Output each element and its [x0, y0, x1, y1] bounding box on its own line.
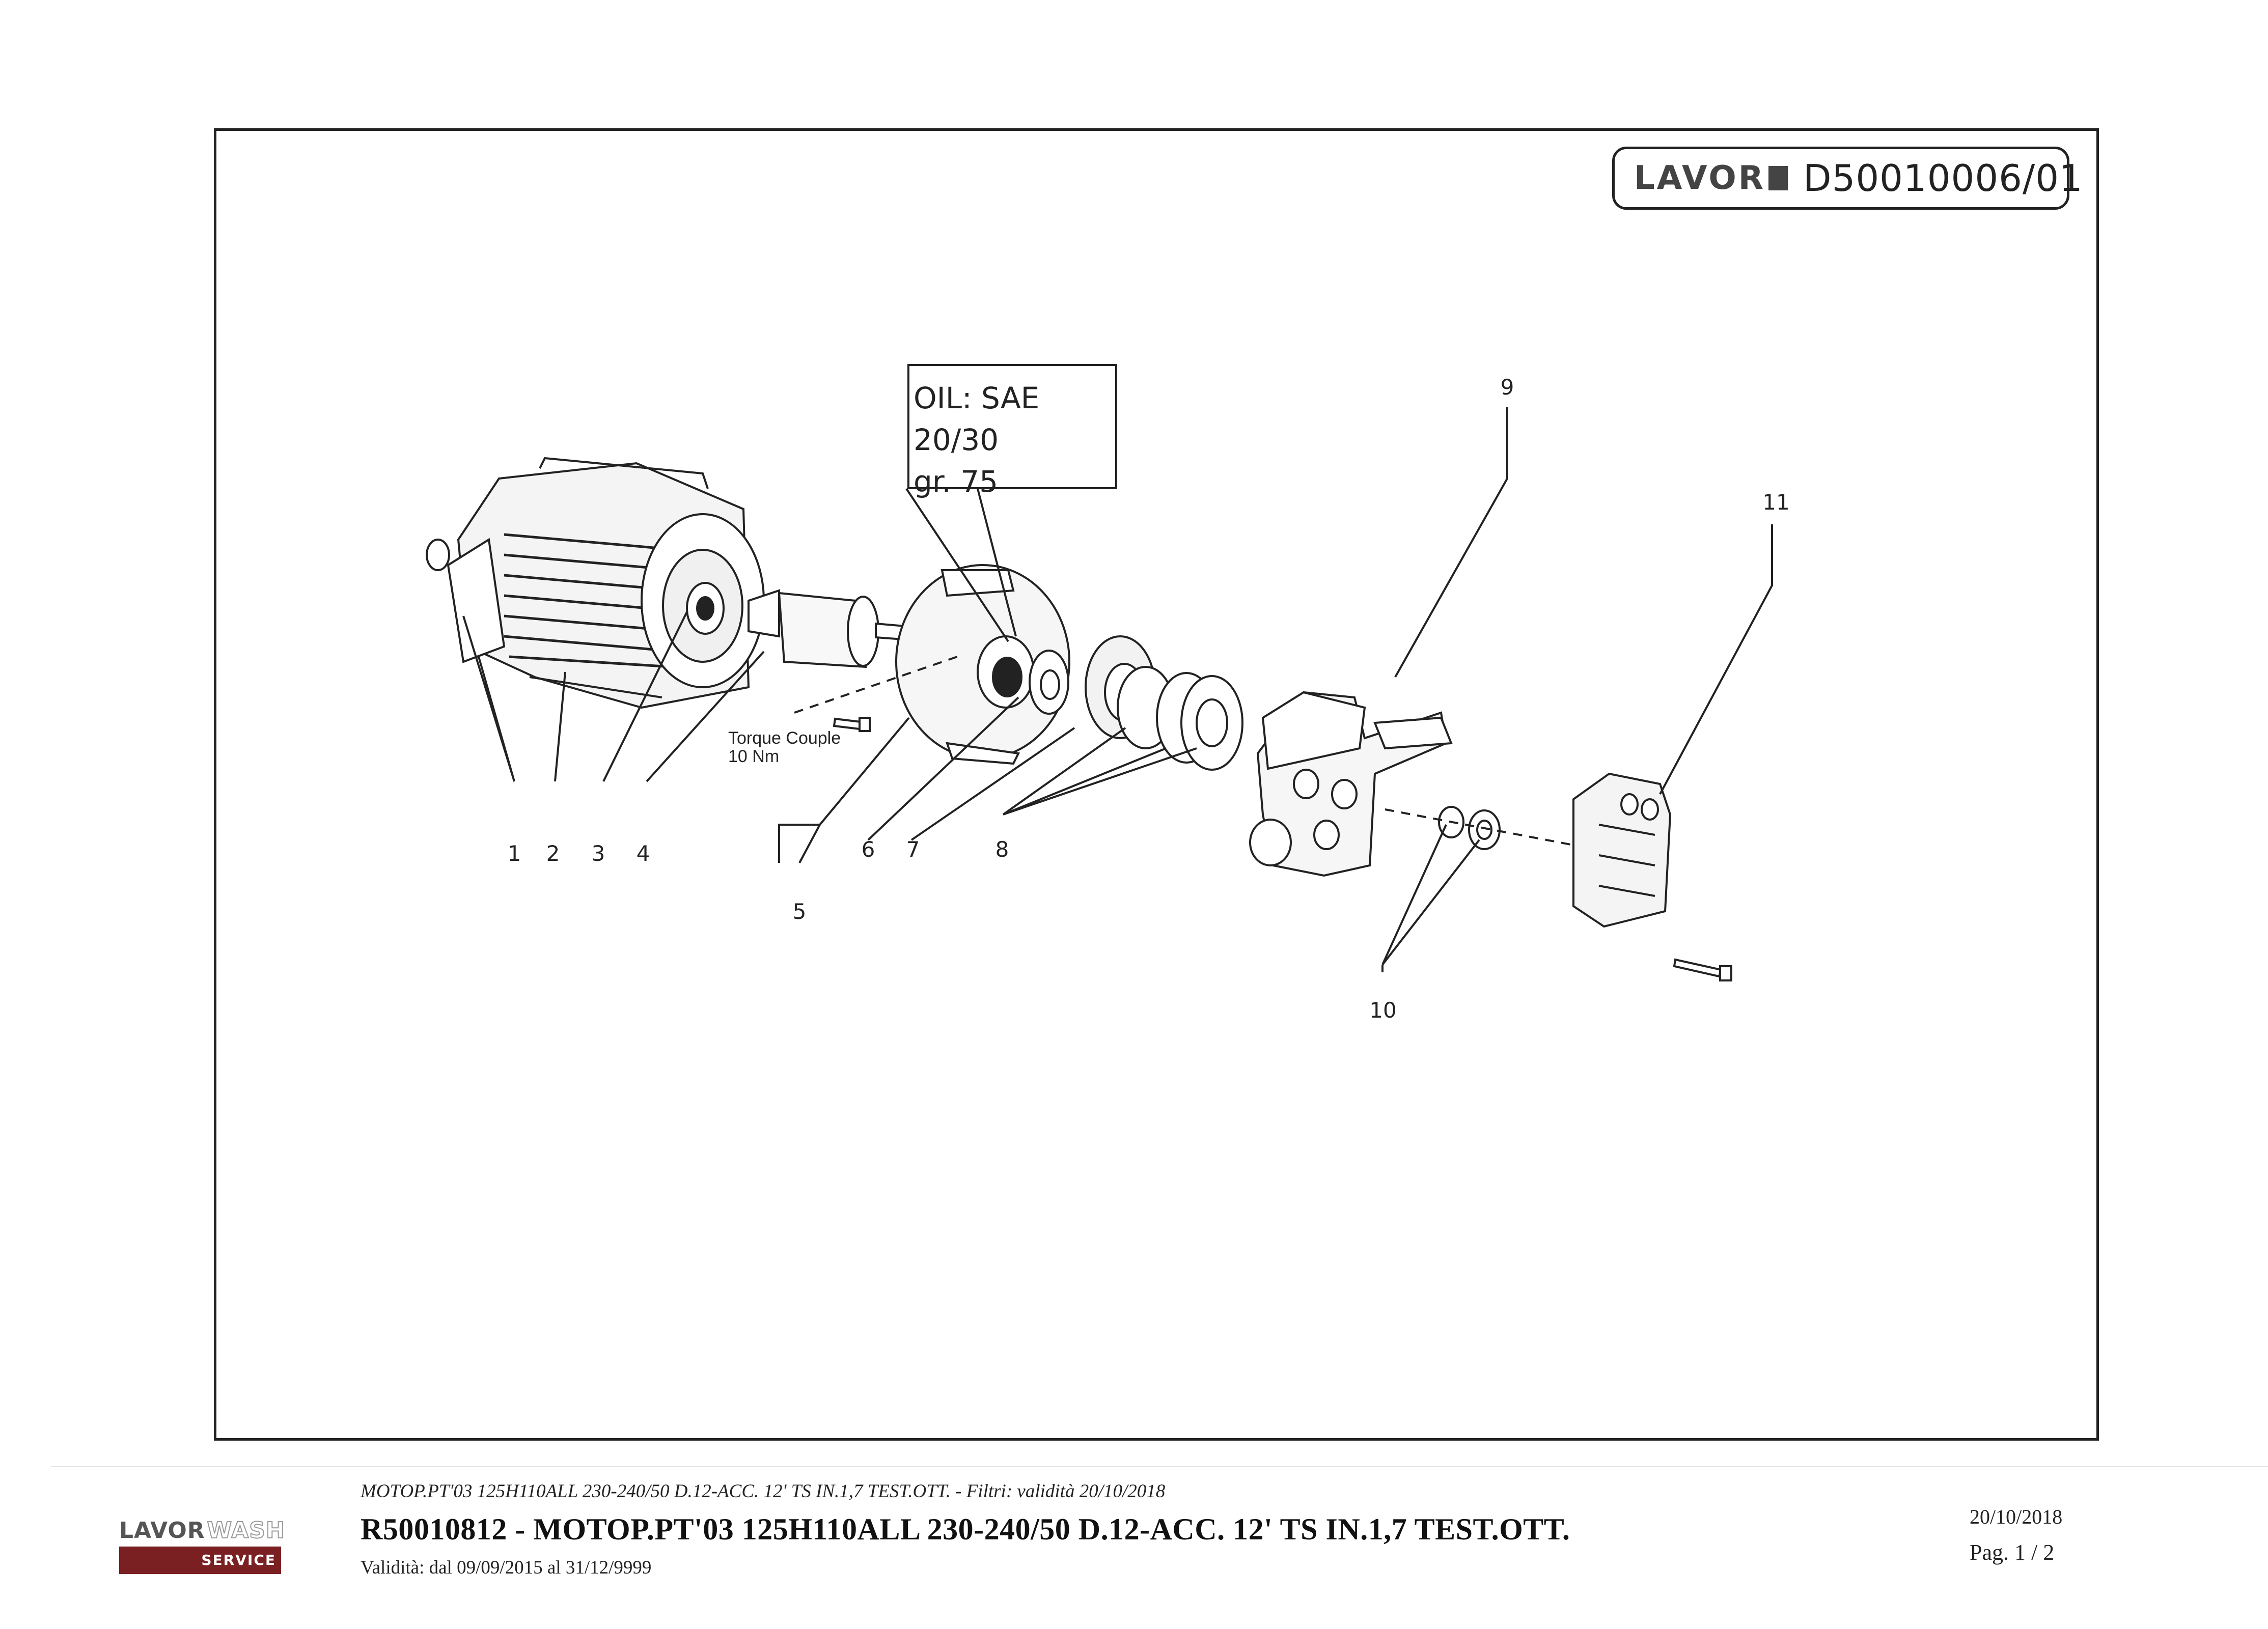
callout-4: 4	[636, 841, 650, 866]
footer-divider	[51, 1466, 2268, 1467]
part-o-rings	[1438, 806, 1501, 850]
logo-service-bar: SERVICE	[119, 1547, 281, 1574]
lavor-logo: LAVOR	[1634, 159, 1788, 197]
callout-8: 8	[995, 837, 1009, 862]
part-bearing	[1029, 650, 1069, 715]
oil-specification-note: OIL: SAE 20/30 gr. 75	[907, 364, 1117, 499]
part-pump-head	[1249, 691, 1453, 877]
document-code: D50010006/01	[1803, 157, 2083, 200]
lavor-logo-text: LAVOR	[1634, 159, 1766, 197]
torque-note-line-1: Torque Couple	[728, 728, 841, 748]
drawing-frame	[214, 128, 2099, 1441]
footer-validity: Validità: dal 09/09/2015 al 31/12/9999	[361, 1557, 652, 1578]
callout-2: 2	[546, 841, 560, 866]
callout-6: 6	[861, 837, 875, 862]
part-manifold	[1572, 772, 1672, 928]
part-rotor	[748, 589, 918, 668]
torque-note-line-2: 10 Nm	[728, 747, 780, 766]
logo-word-lavor: LAVOR	[119, 1518, 205, 1543]
assembly-axis-lines	[794, 656, 1574, 846]
part-seals-set	[1117, 666, 1243, 771]
leader-lines	[462, 407, 1773, 972]
callout-10: 10	[1369, 998, 1397, 1023]
part-motor-flange	[641, 513, 765, 688]
footer-subtitle: MOTOP.PT'03 125H110ALL 230-240/50 D.12-A…	[361, 1481, 1166, 1502]
footer-title: R50010812 - MOTOP.PT'03 125H110ALL 230-2…	[361, 1512, 1570, 1546]
pro-mark-icon	[1768, 166, 1788, 190]
logo-word-wash: WASH	[207, 1517, 285, 1544]
part-bolts	[833, 717, 1732, 981]
torque-note: Torque Couple 10 Nm	[728, 729, 841, 766]
callout-11: 11	[1762, 490, 1790, 515]
part-pump-body	[895, 564, 1070, 765]
document-code-badge: LAVOR D50010006/01	[1612, 147, 2083, 210]
callout-5: 5	[792, 899, 807, 924]
oil-note-line-2: gr. 75	[914, 464, 999, 499]
oil-note-line-1: OIL: SAE 20/30	[914, 381, 1040, 457]
footer-page-number: Pag. 1 / 2	[1970, 1540, 2055, 1565]
callout-1: 1	[507, 841, 521, 866]
callout-3: 3	[591, 841, 605, 866]
callout-9: 9	[1500, 375, 1514, 400]
footer-date: 20/10/2018	[1970, 1505, 2063, 1528]
callout-7: 7	[906, 837, 920, 862]
